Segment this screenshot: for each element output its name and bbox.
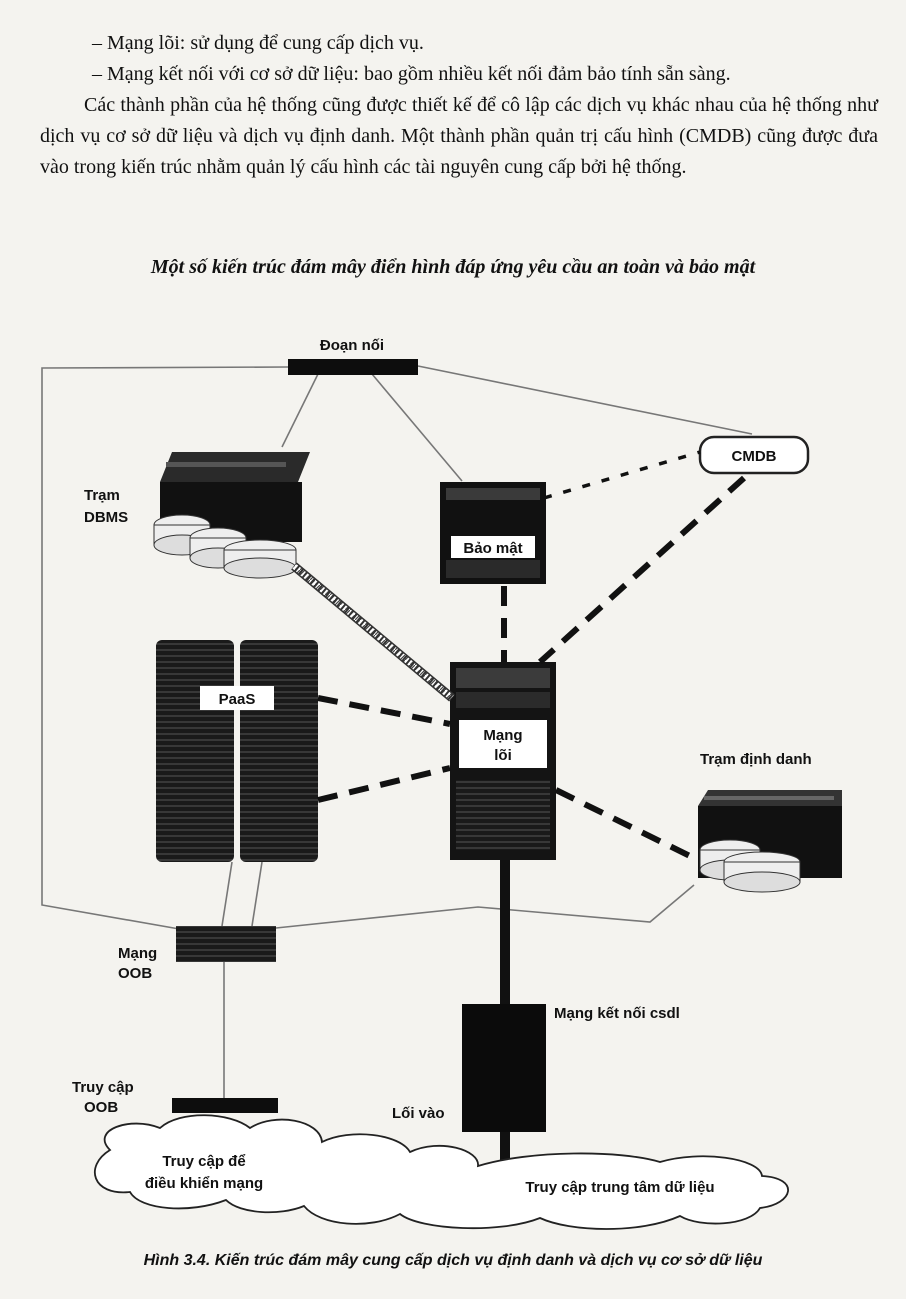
segment-label: Đoạn nối — [320, 337, 384, 354]
thin-links — [41, 365, 753, 1098]
core-network-icon: Mạng lõi — [450, 662, 556, 860]
core-db-link — [500, 860, 510, 1004]
datacenter-access-label: Truy cập trung tâm dữ liệu — [525, 1179, 714, 1196]
db-network-label: Mạng kết nối csdl — [554, 1005, 680, 1022]
paragraph-components: Các thành phần của hệ thống cũng được th… — [40, 94, 878, 178]
oob-access-bar — [172, 1098, 278, 1113]
security-node-icon: Bảo mật — [440, 482, 546, 584]
oob-access-label-line2: OOB — [84, 1099, 118, 1116]
paragraph-db-network: – Mạng kết nối với cơ sở dữ liệu: bao gồ… — [92, 63, 731, 85]
figure-caption: Hình 3.4. Kiến trúc đám mây cung cấp dịc… — [143, 1252, 763, 1269]
oob-label-line2: OOB — [118, 965, 152, 982]
paragraph-core-network: – Mạng lõi: sử dụng để cung cấp dịch vụ. — [92, 32, 424, 54]
oob-switch-icon — [176, 926, 276, 962]
core-label-line1: Mạng — [483, 727, 522, 744]
access-cloud — [93, 1114, 789, 1230]
dashed-links — [317, 450, 747, 861]
paas-racks-icon: PaaS — [156, 640, 318, 862]
section-title: Một số kiến trúc đám mây điển hình đáp ứ… — [150, 256, 756, 278]
cmdb-label: CMDB — [732, 448, 777, 465]
oob-label-line1: Mạng — [118, 945, 157, 962]
gateway-label: Lối vào — [392, 1105, 445, 1122]
paas-label: PaaS — [219, 691, 256, 708]
network-control-label-line1: Truy cập để — [162, 1153, 245, 1170]
dbms-label-line2: DBMS — [84, 509, 128, 526]
dbms-server-icon — [153, 452, 310, 579]
identity-label: Trạm định danh — [700, 751, 812, 768]
gateway-link — [500, 1132, 510, 1164]
identity-server-icon — [698, 790, 842, 893]
body-text: – Mạng lõi: sử dụng để cung cấp dịch vụ.… — [40, 28, 878, 183]
db-network-block — [462, 1004, 546, 1132]
security-label: Bảo mật — [463, 540, 522, 557]
core-label-line2: lõi — [494, 747, 512, 764]
oob-access-label-line1: Truy cập — [72, 1079, 134, 1096]
segment-bar — [288, 359, 418, 375]
dbms-label-line1: Trạm — [84, 487, 120, 504]
network-control-label-line2: điều khiển mạng — [145, 1175, 263, 1192]
cmdb-node: CMDB — [698, 435, 810, 475]
